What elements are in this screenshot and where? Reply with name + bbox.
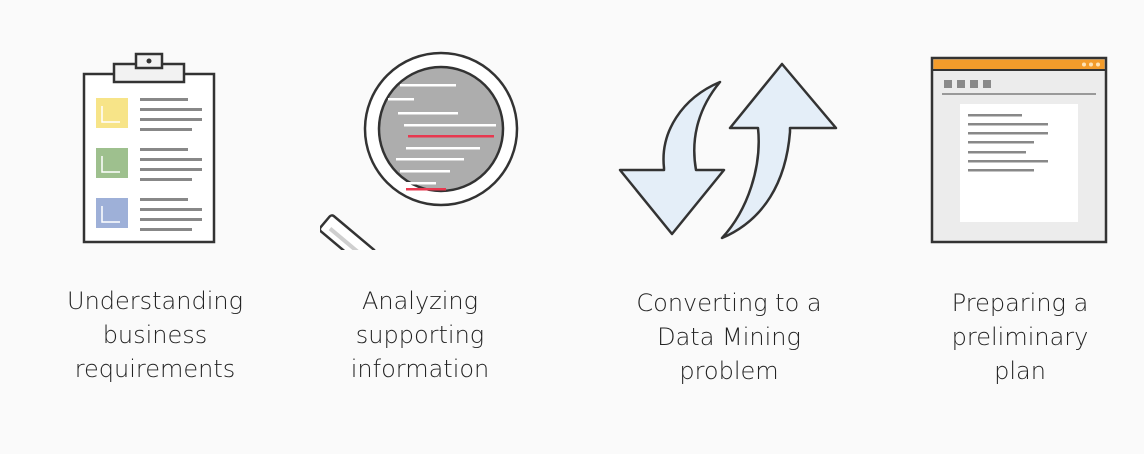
label-line: supporting bbox=[355, 321, 485, 349]
label-line: Converting to a bbox=[636, 289, 822, 317]
label-line: plan bbox=[994, 357, 1046, 385]
magnifying-glass-icon bbox=[318, 50, 530, 275]
step-label-preparing: Preparing a preliminary plan bbox=[890, 286, 1144, 388]
step-label-analyzing: Analyzing supporting information bbox=[290, 284, 550, 386]
step-label-converting: Converting to a Data Mining problem bbox=[599, 286, 859, 388]
browser-window-icon bbox=[928, 54, 1112, 250]
label-line: preliminary bbox=[951, 323, 1089, 351]
step-label-understanding: Understanding business requirements bbox=[25, 284, 285, 386]
label-line: business bbox=[102, 321, 208, 349]
label-line: requirements bbox=[74, 355, 236, 383]
refresh-arrows-icon bbox=[614, 62, 846, 246]
label-line: Data Mining bbox=[657, 323, 801, 351]
label-line: Understanding bbox=[67, 287, 243, 315]
label-line: Preparing a bbox=[951, 289, 1089, 317]
label-line: information bbox=[350, 355, 490, 383]
clipboard-icon bbox=[80, 52, 220, 250]
label-line: problem bbox=[679, 357, 779, 385]
label-line: Analyzing bbox=[361, 287, 479, 315]
